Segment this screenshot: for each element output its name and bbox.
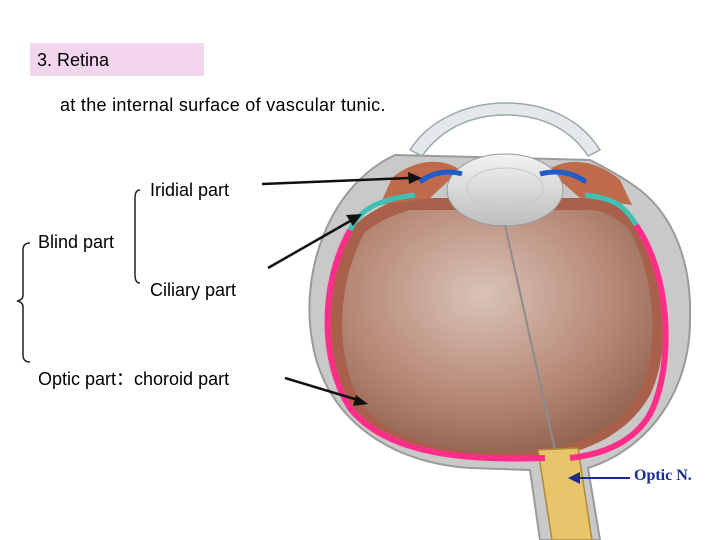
arrow-ciliary [267, 214, 362, 270]
title-box: 3. Retina [30, 43, 204, 76]
label-optic-part: Optic part：choroid part [38, 369, 230, 389]
optic-nerve [537, 447, 593, 540]
retina-iridial-part-right [539, 169, 588, 185]
label-optic-nerve: Optic N. [634, 467, 692, 484]
retina-iridial-part-left [418, 169, 463, 184]
label-ciliary-part: Ciliary part [150, 280, 237, 300]
label-blind-part: Blind part [38, 232, 115, 252]
arrow-optic [284, 376, 368, 406]
label-iridial-part: Iridial part [150, 180, 230, 200]
lens-core [466, 167, 544, 209]
lens [446, 153, 564, 227]
bracket-inner [134, 189, 141, 284]
cornea [408, 102, 602, 157]
arrow-optic-nerve [568, 472, 630, 484]
retina-ciliary-part-right [584, 192, 639, 227]
bracket-outer [16, 242, 31, 363]
arrow-iridial [261, 172, 422, 186]
retina-optic-part [324, 223, 669, 462]
hyaloid-canal [504, 224, 556, 451]
vitreous-body [342, 210, 653, 453]
slide-title: 3. Retina [37, 50, 110, 70]
subtitle: at the internal surface of vascular tuni… [60, 95, 386, 115]
